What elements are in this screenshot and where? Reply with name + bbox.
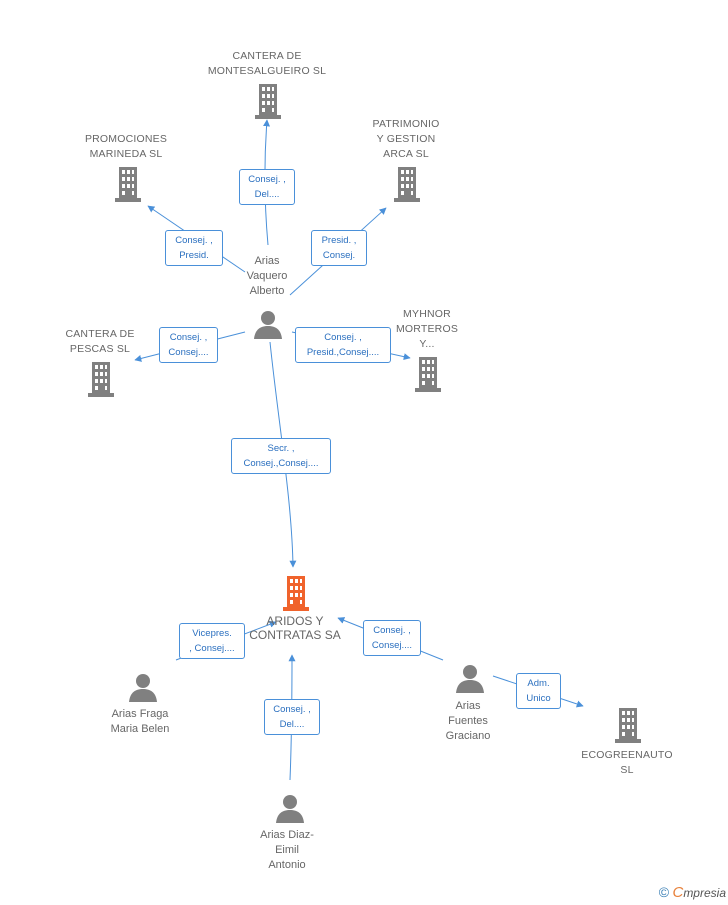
building-icon[interactable] — [113, 167, 143, 207]
node-label-cantera-pescas[interactable]: CANTERA DE PESCAS SL — [65, 328, 135, 355]
brand-footer[interactable]: © Cmpresia — [659, 884, 726, 901]
node-label-arias-fraga-maria-belen[interactable]: Arias Fraga Maria Belen — [110, 708, 170, 735]
person-icon[interactable] — [275, 794, 305, 829]
person-icon[interactable] — [128, 673, 158, 708]
node-label-cantera-montesalgueiro[interactable]: CANTERA DE MONTESALGUEIRO SL — [207, 50, 327, 77]
building-icon[interactable] — [413, 357, 443, 397]
building-icon[interactable] — [613, 708, 643, 748]
node-label-arias-fuentes-graciano[interactable]: Arias Fuentes Graciano — [445, 700, 491, 742]
edge-label-box[interactable]: Presid. ,Consej. — [311, 230, 367, 266]
edge-label-box[interactable]: Consej. ,Consej.... — [363, 620, 421, 656]
node-label-arias-diaz-eimil-antonio[interactable]: Arias Diaz- Eimil Antonio — [260, 829, 314, 871]
edge-label-box[interactable]: Adm.Unico — [516, 673, 561, 709]
brand-logo-initial: C — [672, 884, 684, 901]
edge-label-box[interactable]: Consej. ,Del.... — [264, 699, 320, 735]
edge-label-box[interactable]: Consej. ,Del.... — [239, 169, 295, 205]
person-icon[interactable] — [455, 664, 485, 699]
node-label-promociones-marineda[interactable]: PROMOCIONES MARINEDA SL — [84, 133, 168, 160]
node-label-ecogreenauto[interactable]: ECOGREENAUTO SL — [581, 749, 673, 776]
building-icon-highlighted[interactable] — [281, 576, 311, 616]
person-icon[interactable] — [253, 310, 283, 345]
building-icon[interactable] — [392, 167, 422, 207]
building-icon[interactable] — [253, 84, 283, 124]
edge-label-box[interactable]: Vicepres., Consej.... — [179, 623, 245, 659]
node-label-patrimonio-gestion-arca[interactable]: PATRIMONIO Y GESTION ARCA SL — [372, 118, 440, 160]
node-label-myhnor-morteros[interactable]: MYHNOR MORTEROS Y... — [395, 308, 459, 350]
building-icon[interactable] — [86, 362, 116, 402]
brand-logo-text: mpresia — [683, 886, 726, 900]
copyright-symbol: © — [658, 884, 670, 900]
node-label-arias-vaquero-alberto[interactable]: Arias Vaquero Alberto — [246, 255, 288, 297]
edge-label-box[interactable]: Consej. ,Consej.... — [159, 327, 218, 363]
node-label-aridos-contratas[interactable]: ARIDOS Y CONTRATAS SA — [249, 614, 341, 642]
edge-label-box[interactable]: Secr. ,Consej.,Consej.... — [231, 438, 331, 474]
edge-label-box[interactable]: Consej. ,Presid.,Consej.... — [295, 327, 391, 363]
edge-label-box[interactable]: Consej. ,Presid. — [165, 230, 223, 266]
